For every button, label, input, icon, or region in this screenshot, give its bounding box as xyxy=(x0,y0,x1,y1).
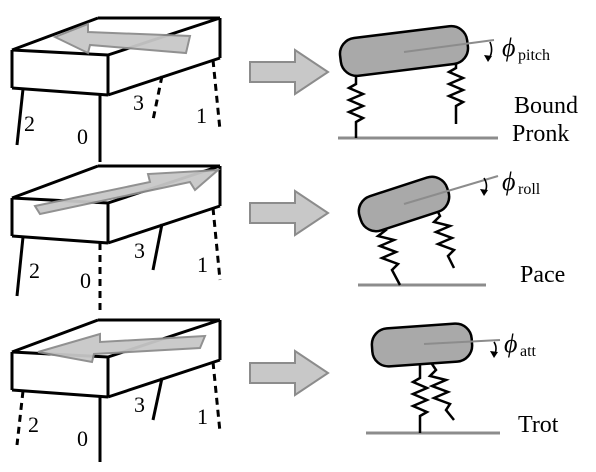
leg-label: 3 xyxy=(134,392,145,417)
leg-3 xyxy=(151,75,164,121)
spring xyxy=(445,52,467,124)
angle-symbol: ϕ xyxy=(502,33,515,62)
leg-label: 1 xyxy=(196,103,207,128)
leg-label: 0 xyxy=(80,268,91,293)
direction-arrow xyxy=(52,22,192,55)
gait-label: Trot xyxy=(518,412,559,438)
leg-label: 3 xyxy=(134,238,145,263)
leg-label: 1 xyxy=(197,404,208,429)
spring xyxy=(409,362,431,433)
row-1: 2 0 3 1 ϕ pitch Bound Pronk xyxy=(10,16,578,162)
angle-symbol: ϕ xyxy=(502,167,515,196)
gait-label: Bound xyxy=(514,93,578,119)
spring xyxy=(431,203,457,269)
leg-label: 0 xyxy=(77,124,88,149)
robot-box-3: 2 0 3 1 xyxy=(10,318,222,462)
transition-arrow xyxy=(249,49,329,95)
transition-arrow xyxy=(249,350,329,396)
leg-2 xyxy=(15,236,25,297)
body-axis xyxy=(403,175,499,205)
leg-label: 2 xyxy=(24,111,35,136)
angle-subscript: roll xyxy=(518,181,541,198)
row-2: 2 0 3 1 ϕ roll Pace xyxy=(10,164,565,312)
leg-label: 2 xyxy=(28,412,39,437)
spring-model-1: ϕ pitch Bound Pronk xyxy=(338,24,578,147)
direction-arrow xyxy=(33,168,221,216)
angle-subscript: pitch xyxy=(518,47,550,64)
body xyxy=(370,322,474,368)
leg-2 xyxy=(15,88,25,146)
spring xyxy=(345,70,367,138)
leg-label: 3 xyxy=(133,90,144,115)
leg-label: 2 xyxy=(29,258,40,283)
spring-model-3: ϕ att Trot xyxy=(366,322,559,438)
leg-1 xyxy=(211,361,222,433)
leg-1 xyxy=(211,207,222,281)
direction-arrow xyxy=(37,332,207,364)
leg-3 xyxy=(151,377,164,421)
robot-box-2: 2 0 3 1 xyxy=(10,164,222,312)
body-axis xyxy=(403,39,495,53)
angle-symbol: ϕ xyxy=(504,329,517,358)
transition-arrow xyxy=(249,190,329,236)
leg-label: 0 xyxy=(77,426,88,451)
spring xyxy=(426,357,455,421)
robot-box-1: 2 0 3 1 xyxy=(10,16,222,162)
spring xyxy=(375,217,402,286)
gait-label: Pronk xyxy=(512,121,569,147)
gait-label: Pace xyxy=(520,262,565,288)
body-axis xyxy=(423,339,501,345)
row-3: 2 0 3 1 ϕ att Trot xyxy=(10,318,559,462)
leg-1 xyxy=(211,59,222,131)
spring-model-2: ϕ roll Pace xyxy=(357,167,565,288)
leg-label: 1 xyxy=(197,252,208,277)
angle-subscript: att xyxy=(520,343,537,360)
leg-3 xyxy=(151,223,164,271)
leg-2 xyxy=(15,390,25,446)
